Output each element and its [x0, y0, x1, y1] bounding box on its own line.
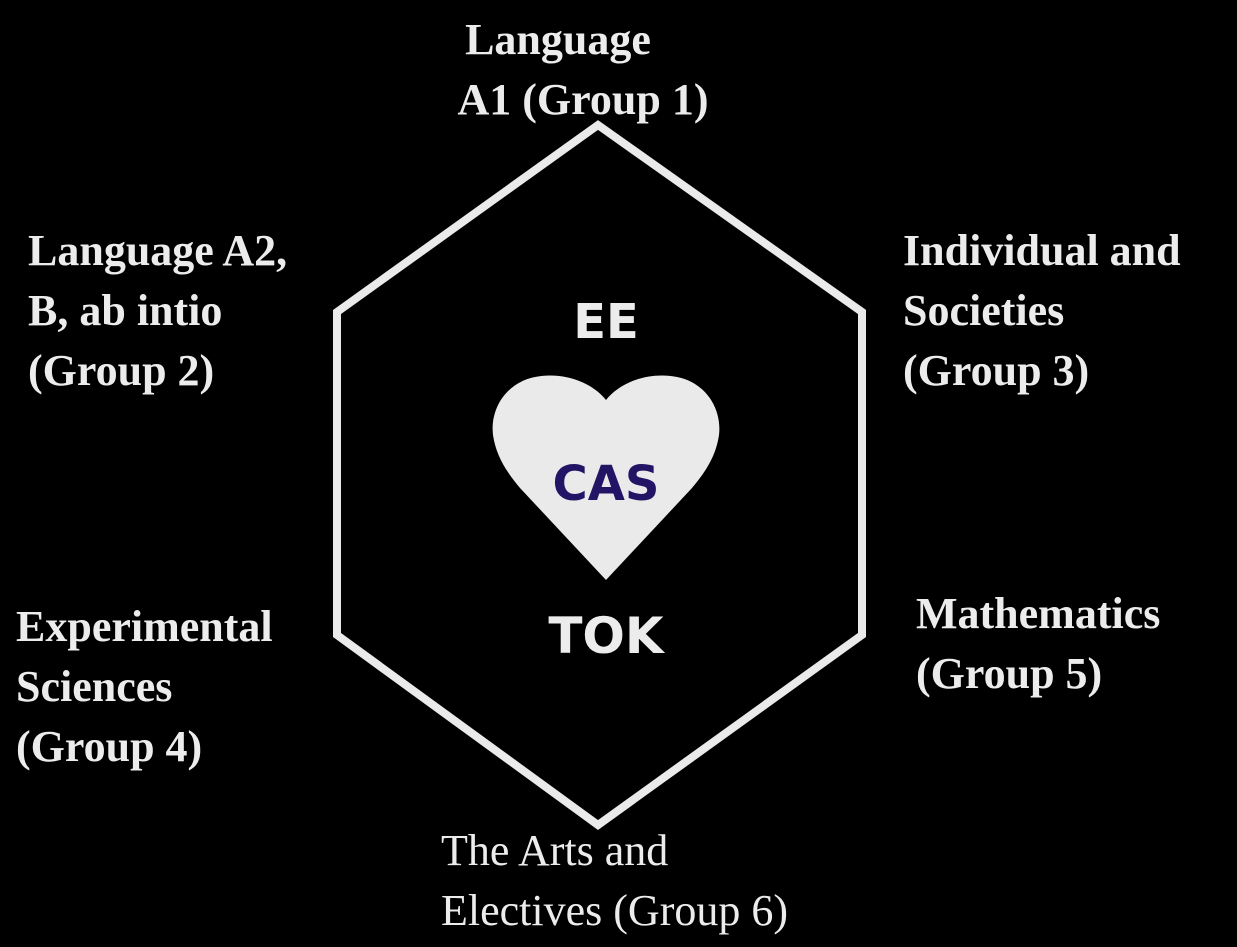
group-4-line: Experimental	[16, 602, 273, 651]
group-5-line: Mathematics	[916, 589, 1161, 638]
group-6-line: The Arts and	[441, 826, 669, 875]
group-3-label: Individual and Societies (Group 3)	[903, 221, 1181, 401]
hexagon-outline	[333, 120, 866, 830]
group-4-line: (Group 4)	[16, 722, 203, 771]
group-1-label: Language A1 (Group 1)	[430, 10, 736, 130]
group-1-line: Language	[465, 15, 651, 64]
group-6-line: Electives (Group 6)	[441, 886, 788, 935]
group-2-line: B, ab intio	[28, 286, 223, 335]
group-4-label: Experimental Sciences (Group 4)	[16, 597, 273, 777]
group-4-line: Sciences	[16, 662, 173, 711]
ee-label: EE	[573, 294, 639, 350]
group-5-label: Mathematics (Group 5)	[916, 584, 1160, 704]
group-3-line: (Group 3)	[903, 346, 1090, 395]
group-5-line: (Group 5)	[916, 649, 1103, 698]
group-2-label: Language A2, B, ab intio (Group 2)	[28, 221, 287, 401]
group-1-line: A1 (Group 1)	[457, 75, 709, 124]
group-3-line: Societies	[903, 286, 1065, 335]
group-2-line: Language A2,	[28, 226, 288, 275]
group-6-label: The Arts and Electives (Group 6)	[441, 821, 788, 941]
tok-label: TOK	[548, 607, 666, 665]
cas-label: CAS	[553, 456, 660, 512]
heart-shape	[492, 375, 720, 580]
group-3-line: Individual and	[903, 226, 1181, 275]
group-2-line: (Group 2)	[28, 346, 215, 395]
